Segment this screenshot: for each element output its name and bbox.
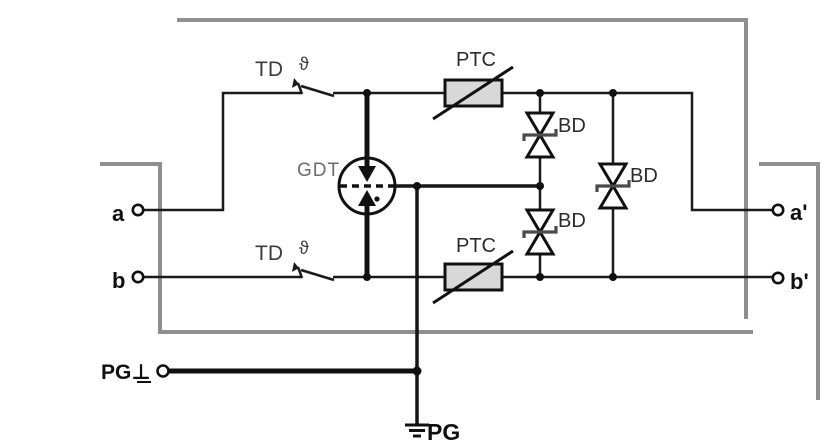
terminal-a-prime-pin [771, 203, 785, 217]
terminal-b-prime-label: b' [790, 269, 809, 294]
td-bottom-theta-label: ϑ [299, 238, 309, 258]
terminal-pg-pin [156, 364, 170, 378]
junction-dot [536, 89, 544, 97]
junction-dot [609, 89, 617, 97]
bd-top-label: BD [558, 115, 586, 137]
wire-a-top-rail [333, 91, 772, 212]
ptc-diagonal [432, 249, 514, 305]
switch-arrow-icon [292, 262, 299, 272]
bd-bar [522, 129, 558, 141]
bd-triangle-up [524, 229, 556, 256]
bd-middle-label: BD [558, 210, 586, 232]
ptc-top-symbol [432, 65, 514, 121]
gdt-label: GDT [297, 160, 340, 181]
junction-dot [536, 182, 544, 190]
terminal-b-prime-pin [771, 271, 785, 285]
terminal-b-label: b [112, 268, 125, 293]
junction-dot [412, 366, 422, 376]
thermal-switch-bottom [292, 262, 335, 282]
td-bottom-label: TD [255, 242, 283, 265]
bd-triangle-up [597, 183, 629, 210]
ptc-diagonal [432, 65, 514, 121]
junction-dot [609, 273, 617, 281]
wires [144, 91, 772, 424]
enclosure-top-right-edge [177, 18, 748, 319]
td-top-label: TD [255, 58, 283, 81]
switch-pivot-tick [296, 266, 304, 279]
bd-bar [595, 180, 631, 192]
ptc-bottom-symbol [432, 249, 514, 305]
gdt-bottom-arrow-icon [358, 190, 376, 206]
gdt-top-arrow-icon [358, 166, 376, 182]
pg-ground-label: PG [427, 419, 460, 445]
switch-blade [300, 84, 335, 98]
bd-bar [522, 226, 558, 238]
terminal-a-prime-label: a' [790, 200, 807, 225]
enclosure-left-bottom-edge [100, 162, 753, 334]
gdt-gas-dot [374, 196, 380, 202]
wire-a-input [144, 91, 302, 212]
junction-dot [363, 89, 371, 97]
bd-middle-symbol [522, 208, 558, 256]
junction-dots [363, 89, 617, 376]
terminal-a-pin [131, 203, 145, 217]
terminal-b-pin [131, 270, 145, 284]
bd-top-symbol [522, 111, 558, 159]
ptc-top-label: PTC [456, 49, 496, 71]
terminal-pg-label: PG⊥ [101, 361, 151, 384]
right-socket-bracket [759, 162, 820, 400]
thermal-switch-top [292, 78, 335, 98]
junction-dot [363, 273, 371, 281]
junction-dot [413, 182, 421, 190]
junction-dot [536, 273, 544, 281]
bd-triangle-down [524, 208, 556, 235]
terminals [131, 203, 785, 378]
enclosure-outline [100, 18, 820, 400]
ptc-body [443, 78, 504, 108]
bd-right-symbol [595, 162, 631, 210]
bd-right-label: BD [630, 165, 658, 187]
ptc-bottom-label: PTC [456, 235, 496, 257]
pg-ground-symbol [405, 423, 429, 438]
gdt-symbol [337, 95, 397, 275]
switch-blade [300, 268, 335, 282]
bd-triangle-up [524, 132, 556, 159]
terminal-a-label: a [112, 201, 125, 226]
switch-arrow-icon [292, 78, 299, 88]
bd-triangle-down [524, 111, 556, 138]
td-top-theta-label: ϑ [299, 54, 309, 74]
bd-triangle-down [597, 162, 629, 189]
switch-pivot-tick [296, 82, 304, 95]
